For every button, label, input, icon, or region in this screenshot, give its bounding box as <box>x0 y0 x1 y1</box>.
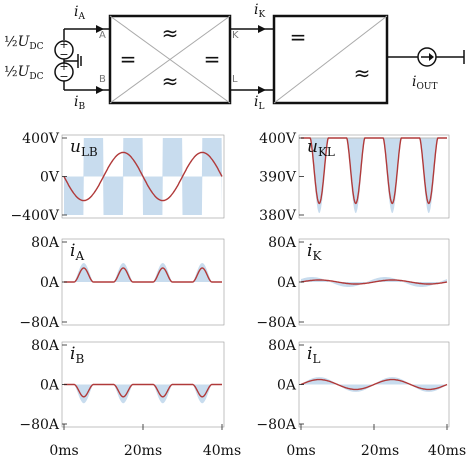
y-tick-iL-0: 80A <box>268 338 297 354</box>
svg-text:=: = <box>290 25 307 49</box>
arrow-ia-icon <box>96 25 104 33</box>
dc-source-top: + − <box>54 38 74 61</box>
plot-uLB: 400V 0V −400V uLB <box>10 131 225 224</box>
port-l: L <box>232 74 238 85</box>
band-iB <box>64 384 222 404</box>
label-ik: iK <box>254 2 265 20</box>
panel-label-uLB: uLB <box>70 137 98 159</box>
port-a: A <box>99 30 106 41</box>
label-il: iL <box>254 94 264 112</box>
panel-label-iL: iL <box>307 344 320 366</box>
svg-text:−: − <box>59 70 68 83</box>
plot-iB: 80A 0A −80A iB <box>19 338 225 433</box>
x-tick-right-40: 40ms <box>428 443 466 459</box>
series-uKL <box>301 137 447 205</box>
y-tick-uKL-0: 400V <box>259 131 297 147</box>
source-label-bottom: ½UDC <box>4 64 44 82</box>
arrow-ib-icon <box>96 86 104 94</box>
label-iout: iOUT <box>412 74 437 92</box>
band-uKL <box>301 138 447 214</box>
plot-iA: 80A 0A −80A iA <box>19 235 225 331</box>
y-tick-uLB-1: 0V <box>40 170 60 186</box>
series-uLB <box>63 151 223 202</box>
series-iA <box>64 267 222 283</box>
x-tick-right-20: 20ms <box>361 443 399 459</box>
y-tick-iL-1: 0A <box>277 378 297 394</box>
y-tick-iB-1: 0A <box>40 378 60 394</box>
y-tick-uKL-1: 390V <box>259 170 297 186</box>
series-iK <box>300 279 448 285</box>
y-tick-iA-2: −80A <box>19 315 60 331</box>
y-tick-uLB-0: 400V <box>22 131 60 147</box>
svg-text:≈: ≈ <box>354 61 371 85</box>
label-ia: iA <box>74 4 85 22</box>
x-tick-left-40: 40ms <box>203 443 241 459</box>
plot-iL: 80A 0A −80A iL <box>256 338 450 433</box>
plot-iK: 80A 0A −80A iK <box>256 235 450 331</box>
port-b: B <box>99 74 106 85</box>
y-tick-iK-0: 80A <box>268 235 297 251</box>
y-tick-uKL-2: 380V <box>259 208 297 224</box>
label-ib: iB <box>74 94 85 112</box>
y-tick-iK-2: −80A <box>256 315 297 331</box>
port-k: K <box>232 30 239 41</box>
y-tick-iA-0: 80A <box>31 235 60 251</box>
y-tick-iB-0: 80A <box>31 338 60 354</box>
y-tick-iL-2: −80A <box>256 417 297 433</box>
svg-text:≈: ≈ <box>162 21 179 45</box>
current-source-icon <box>417 47 437 67</box>
svg-text:=: = <box>120 47 137 71</box>
circuit-diagram: + − + − ½UDC ½UDC iA iB = ≈ = ≈ A B K L <box>4 2 465 112</box>
plots: 400V 0V −400V uLB 400V 390V 380V uKL 80A 0A −80A iA… <box>10 131 450 433</box>
dc-source-bottom: + − <box>54 60 74 83</box>
y-tick-uLB-2: −400V <box>10 208 59 224</box>
y-tick-iA-1: 0A <box>40 275 60 291</box>
svg-text:−: − <box>59 48 68 61</box>
panel-label-iA: iA <box>70 241 84 263</box>
svg-text:+: + <box>59 60 68 73</box>
arrow-ik-icon <box>258 25 266 33</box>
x-axis-left: 0ms 20ms 40ms <box>49 443 241 459</box>
source-label-top: ½UDC <box>4 34 44 52</box>
plot-uKL: 400V 390V 380V uKL <box>259 131 450 224</box>
svg-text:+: + <box>59 38 68 51</box>
band-iA <box>64 263 222 282</box>
panel-label-iB: iB <box>70 344 84 366</box>
svg-text:≈: ≈ <box>162 69 179 93</box>
svg-text:=: = <box>204 47 221 71</box>
converter-ac-dc: = ≈ <box>272 14 389 105</box>
arrow-il-icon <box>258 86 266 94</box>
y-tick-iB-2: −80A <box>19 417 60 433</box>
series-iB <box>64 383 222 398</box>
panel-label-iK: iK <box>307 241 322 263</box>
series-iL <box>300 378 448 391</box>
converter-dc-ac: = ≈ = ≈ A B K L <box>99 14 239 105</box>
panel-label-uKL: uKL <box>307 137 335 159</box>
x-tick-left-0: 0ms <box>49 443 78 459</box>
y-tick-iK-1: 0A <box>277 275 297 291</box>
x-axis-right: 0ms 20ms 40ms <box>286 443 466 459</box>
x-tick-left-20: 20ms <box>124 443 162 459</box>
x-tick-right-0: 0ms <box>286 443 315 459</box>
